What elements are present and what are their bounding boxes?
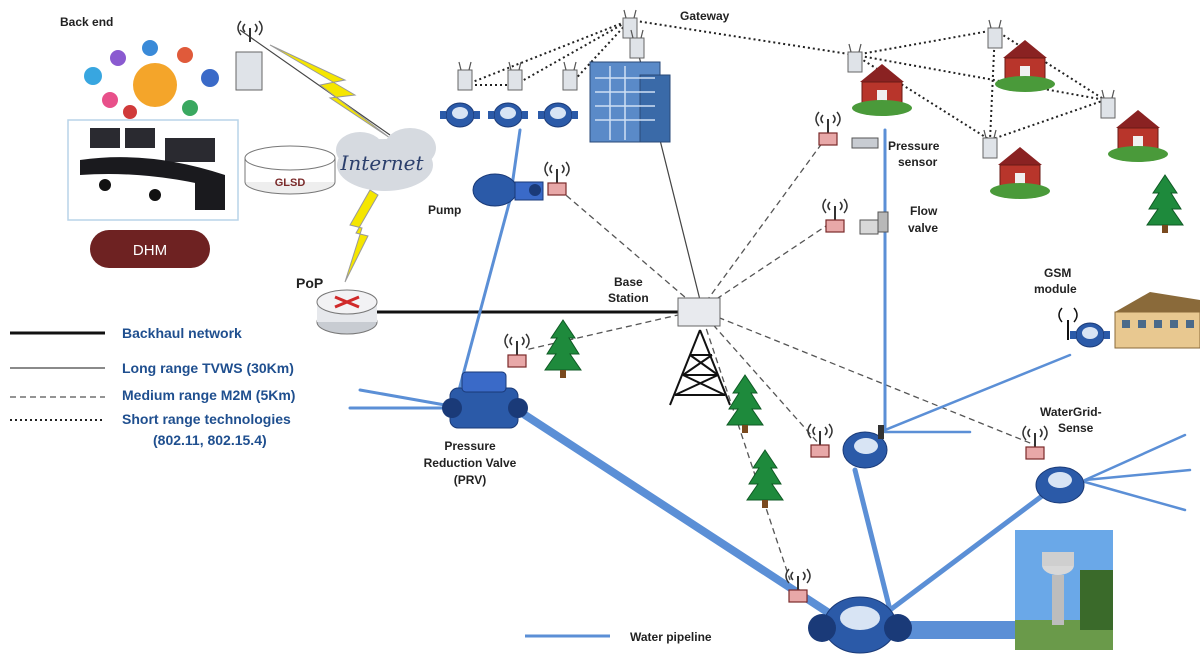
internet-cloud-icon: Internet [336,128,436,191]
prv-node: Pressure Reduction Valve (PRV) [424,334,529,487]
pressure-sensor-label-2: sensor [898,155,938,169]
gsm-antenna-icon [1058,307,1078,340]
gsm-label-1: GSM [1044,266,1071,280]
pump-label: Pump [428,203,461,217]
center-meter-node [808,424,888,469]
internet-label: Internet [340,151,425,175]
gsm-label-2: module [1034,282,1077,296]
legend-water-pipeline-label: Water pipeline [630,630,712,644]
water-pipelines [348,128,1192,639]
legend-short-range: Short range technologies (802.11, 802.15… [10,411,291,448]
pressure-sensor-node: Pressure sensor [816,112,940,169]
pump-sensor-icon [545,162,569,195]
legend-backhaul: Backhaul network [10,325,242,341]
base-station-tower-icon: Base Station [608,275,731,406]
pump-icon: Pump [428,173,544,217]
watergrid-label-1: WaterGrid- [1040,405,1102,419]
water-tower-photo [1015,530,1113,650]
pop-label: PoP [296,275,323,291]
gsm-module-node: GSM module [1034,266,1200,349]
prv-label-2: Reduction Valve [424,456,517,470]
prv-label-1: Pressure [444,439,496,453]
back-end-panel: Back end DHM [60,15,239,268]
legend-short-range-label-2: (802.11, 802.15.4) [153,432,267,448]
legend-long-range: Long range TVWS (30Km) [10,360,294,376]
legend-long-range-label: Long range TVWS (30Km) [122,360,294,376]
flow-valve-label-2: valve [908,221,938,235]
pop-router-icon: PoP [296,275,378,335]
watergrid-label-2: Sense [1058,421,1094,435]
watergrid-sense-node: WaterGrid- Sense [1023,405,1102,504]
app-icons-cluster [84,40,219,119]
glsd-label: GLSD [275,177,306,189]
back-end-label: Back end [60,15,113,29]
medium-range-links [524,134,1036,581]
flow-valve-node: Flow valve [823,199,938,235]
water-meters-top [439,61,579,128]
dhm-button: DHM [90,230,210,268]
dhm-label: DHM [133,242,167,259]
gateway-label: Gateway [680,9,730,23]
base-station-label-1: Base [614,275,643,289]
pressure-sensor-label-1: Pressure [888,139,940,153]
prv-valve-icon [442,371,528,429]
control-room-icon [80,128,225,210]
school-building-icon [1114,292,1200,349]
gateway-node: Gateway [622,9,730,59]
backend-gateway-device [235,20,263,91]
base-station-label-2: Station [608,291,649,305]
legend-medium-range: Medium range M2M (5Km) [10,387,295,403]
control-room-frame [67,119,239,221]
legend-water-pipeline: Water pipeline [525,630,712,644]
legend-medium-range-label: Medium range M2M (5Km) [122,387,295,403]
office-building-icon [589,61,671,143]
main-meter-node [786,569,912,654]
legend: Backhaul network Long range TVWS (30Km) … [10,325,712,644]
prv-label-3: (PRV) [454,473,486,487]
legend-backhaul-label: Backhaul network [122,325,242,341]
flow-valve-label-1: Flow [910,204,938,218]
glsd-database-icon: GLSD [244,145,336,195]
legend-short-range-label-1: Short range technologies [122,411,291,427]
